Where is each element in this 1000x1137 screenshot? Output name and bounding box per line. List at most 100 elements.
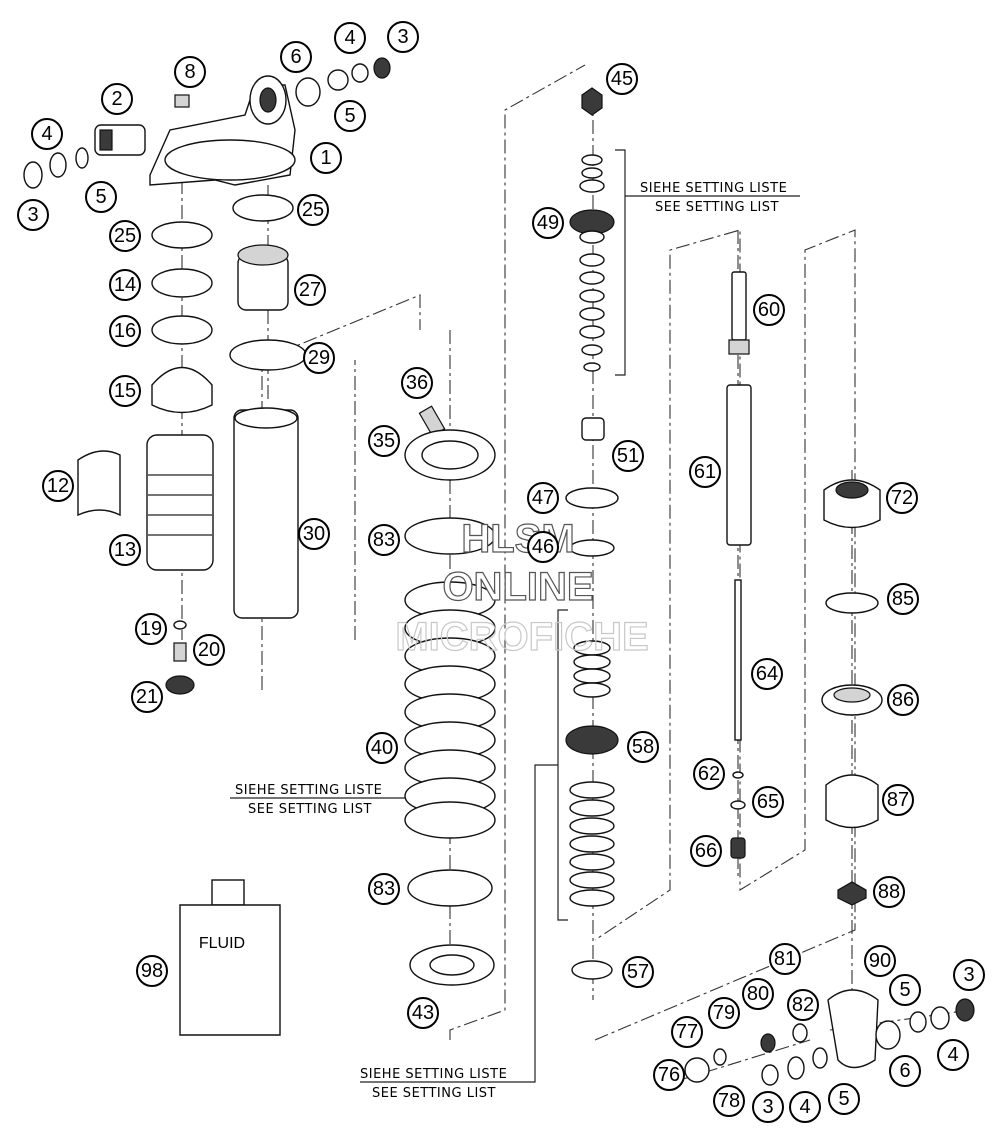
callout: 49 [532,207,564,239]
callout: 30 [298,518,330,550]
callout: 57 [622,956,654,988]
setting-notes: SIEHE SETTING LISTE SEE SETTING LIST SIE… [235,181,787,1101]
callout-label: 30 [303,523,325,545]
callout: 6 [280,41,312,73]
parts-left-column [23,57,391,695]
parts-rod-column [726,271,752,859]
parts-spring-column [404,405,496,986]
callout-label: 40 [371,737,393,759]
watermark-line1: HLSM [461,517,574,561]
callout-label: 15 [114,380,136,402]
callout: 76 [653,1059,685,1091]
callout-label: 21 [136,686,158,708]
callout-label: 3 [963,964,974,986]
parts-right-column [684,479,975,1086]
callout-label: 3 [762,1096,773,1118]
callout: 61 [689,456,721,488]
watermark: HLSM ONLINE MICROFICHE [395,516,650,659]
callout: 4 [31,118,63,150]
callout: 58 [627,731,659,763]
callout: 78 [713,1085,745,1117]
callout: 16 [109,315,141,347]
callout-label: 80 [747,983,769,1005]
callout: 81 [769,943,801,975]
watermark-line3: MICROFICHE [395,615,648,659]
callout: 65 [752,786,784,818]
callout-label: 35 [373,430,395,452]
callout-label: 47 [532,487,554,509]
callout-label: 78 [718,1090,740,1112]
callouts: 1 2 3 3 3 3 4 4 4 4 5 5 5 5 6 6 8 12 13 … [17,21,985,1123]
callout-label: 43 [412,1002,434,1024]
callout-label: 27 [299,279,321,301]
callout: 21 [131,681,163,713]
callout: 4 [937,1039,969,1071]
callout-label: 6 [290,46,301,68]
callout: 46 [527,531,559,563]
callout-label: 60 [758,299,780,321]
callout: 35 [368,425,400,457]
note-setting-en-top: SEE SETTING LIST [655,200,779,215]
watermark-line2: ONLINE [442,565,593,609]
callout-label: 3 [27,204,38,226]
callout: 86 [887,684,919,716]
callout-label: 5 [95,186,106,208]
callout-label: 51 [617,445,639,467]
callout: 3 [752,1091,784,1123]
setting-brackets [230,149,800,1083]
callout: 88 [873,876,905,908]
callout-label: 58 [632,736,654,758]
callout: 14 [109,269,141,301]
callout: 90 [864,945,896,977]
callout-label: 12 [47,475,69,497]
callout: 83 [368,873,400,905]
callout-label: 4 [799,1096,810,1118]
callout-label: 46 [532,536,554,558]
callout: 25 [297,194,329,226]
callout-label: 14 [114,274,136,296]
callout: 5 [334,100,366,132]
callout-label: 5 [899,979,910,1001]
callout-label: 87 [887,789,909,811]
callout: 12 [42,470,74,502]
callout: 5 [828,1083,860,1115]
callout-label: 83 [373,878,395,900]
callout: 80 [742,978,774,1010]
callout-label: 65 [757,791,779,813]
callout-label: 5 [838,1088,849,1110]
callout-label: 86 [892,689,914,711]
callout-label: 64 [756,663,778,685]
callout-label: 20 [198,639,220,661]
callout-label: 98 [141,960,163,982]
callout: 27 [294,274,326,306]
callout-label: 16 [114,320,136,342]
callout: 3 [17,199,49,231]
callout-label: 83 [373,529,395,551]
callout-label: 81 [774,948,796,970]
callout: 25 [109,220,141,252]
callout-label: 77 [676,1021,698,1043]
callout-label: 4 [41,123,52,145]
callout: 1 [310,142,342,174]
callout: 5 [85,181,117,213]
callout-label: 3 [397,26,408,48]
callout-label: 19 [140,618,162,640]
callout-label: 45 [611,68,633,90]
callout-label: 61 [694,461,716,483]
callout-label: 25 [114,225,136,247]
callout-label: 79 [713,1002,735,1024]
callout: 4 [334,22,366,54]
fluid-bottle: FLUID [179,879,281,1036]
spring-coils [404,581,496,839]
callout: 43 [407,997,439,1029]
callout: 6 [889,1055,921,1087]
callout: 36 [401,367,433,399]
callout: 64 [751,658,783,690]
callout-label: 57 [627,961,649,983]
callout: 19 [135,613,167,645]
callout-label: 1 [320,147,331,169]
callout: 3 [387,21,419,53]
callout-label: 2 [111,88,122,110]
callout: 3 [953,959,985,991]
callout-label: 36 [406,372,428,394]
